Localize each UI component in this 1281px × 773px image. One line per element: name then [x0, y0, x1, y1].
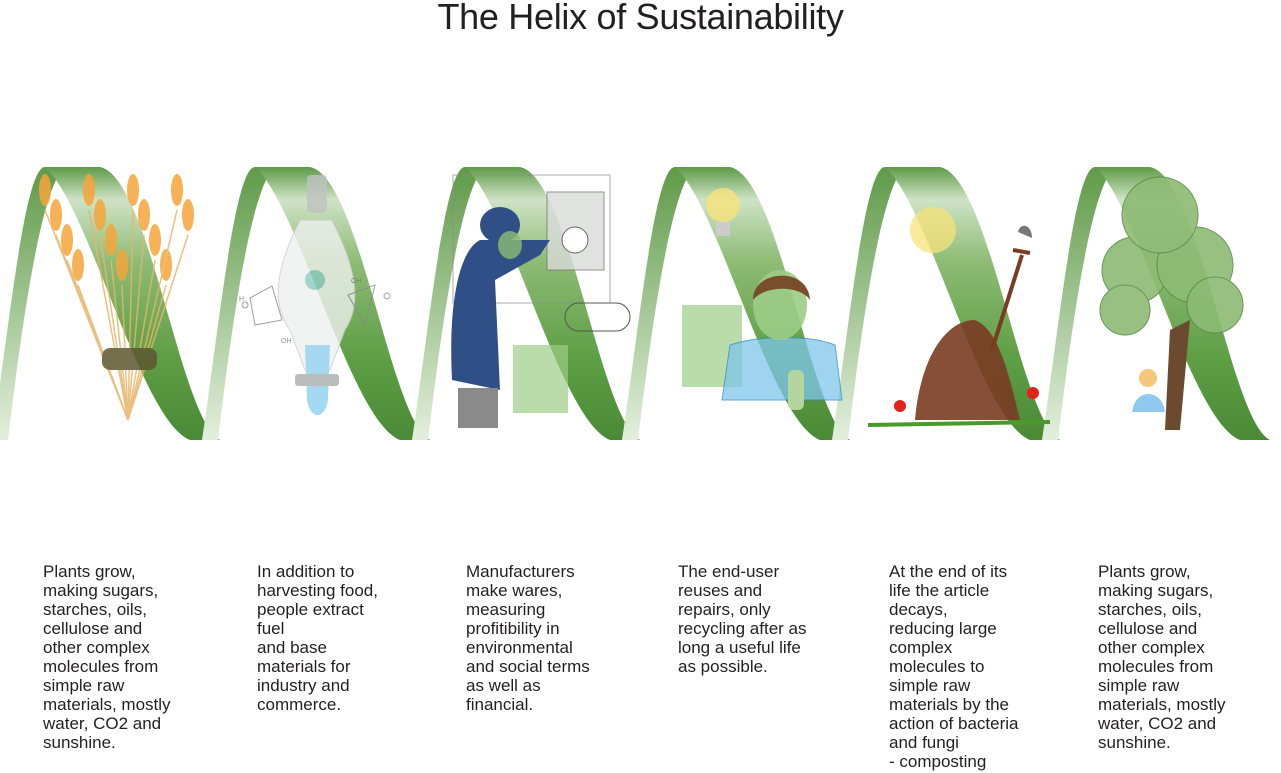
wheat-stalk: [127, 234, 145, 421]
helix-front-band: [45, 167, 220, 440]
caption-composting: At the end of its life the article decay…: [889, 562, 1019, 771]
helix-back-strip: [412, 167, 485, 440]
helix-back-strip: [622, 167, 695, 440]
helix-ribbon: H OH OH: [0, 167, 1270, 440]
wheat-ear: [149, 224, 161, 256]
wheat-stalk: [127, 209, 134, 421]
wheat-sheaf-icon: [39, 174, 194, 421]
wheat-stalk: [88, 209, 129, 421]
wheat-stalk: [110, 259, 129, 421]
tree-icon: [1099, 176, 1244, 430]
wheat-stalk: [99, 234, 129, 421]
wheat-stalk: [127, 209, 178, 421]
separatory-funnel-icon: H OH OH: [239, 175, 391, 415]
end-user-lightbulb-icon: [682, 188, 843, 410]
helix-back-strip: [0, 167, 65, 440]
wheat-ear: [138, 199, 150, 231]
wheat-ear: [94, 199, 106, 231]
atom-label-h: H: [239, 296, 244, 303]
wheat-ear: [116, 249, 128, 281]
caption-end-user: The end-user reuses and repairs, only re…: [678, 562, 807, 676]
wheat-ear: [83, 174, 95, 206]
wheat-ear: [105, 224, 117, 256]
wheat-ear: [72, 249, 84, 281]
caption-plants-grow-again: Plants grow, making sugars, starches, oi…: [1098, 562, 1226, 752]
wheat-ear: [61, 224, 73, 256]
caption-manufacturing: Manufacturers make wares, measuring prof…: [466, 562, 590, 714]
wheat-ear: [50, 199, 62, 231]
atom-label-oh: OH: [351, 278, 362, 285]
wheat-ear: [171, 174, 183, 206]
wheat-stalk: [127, 259, 156, 421]
factory-worker-icon: [451, 174, 631, 428]
atom-label-oh-2: OH: [281, 338, 292, 345]
caption-plants-grow: Plants grow, making sugars, starches, oi…: [43, 562, 171, 752]
wheat-stalk: [127, 234, 189, 421]
helix-back-strip: [832, 167, 905, 440]
helix-back-strip: [1042, 167, 1115, 440]
wheat-ear: [39, 174, 51, 206]
caption-extraction: In addition to harvesting food, people e…: [257, 562, 378, 714]
diagram-title: The Helix of Sustainability: [437, 0, 844, 37]
wheat-ear: [127, 174, 139, 206]
helix-back-strip: [202, 167, 275, 440]
wheat-ear: [182, 199, 194, 231]
compost-heap-icon: [867, 207, 1051, 427]
